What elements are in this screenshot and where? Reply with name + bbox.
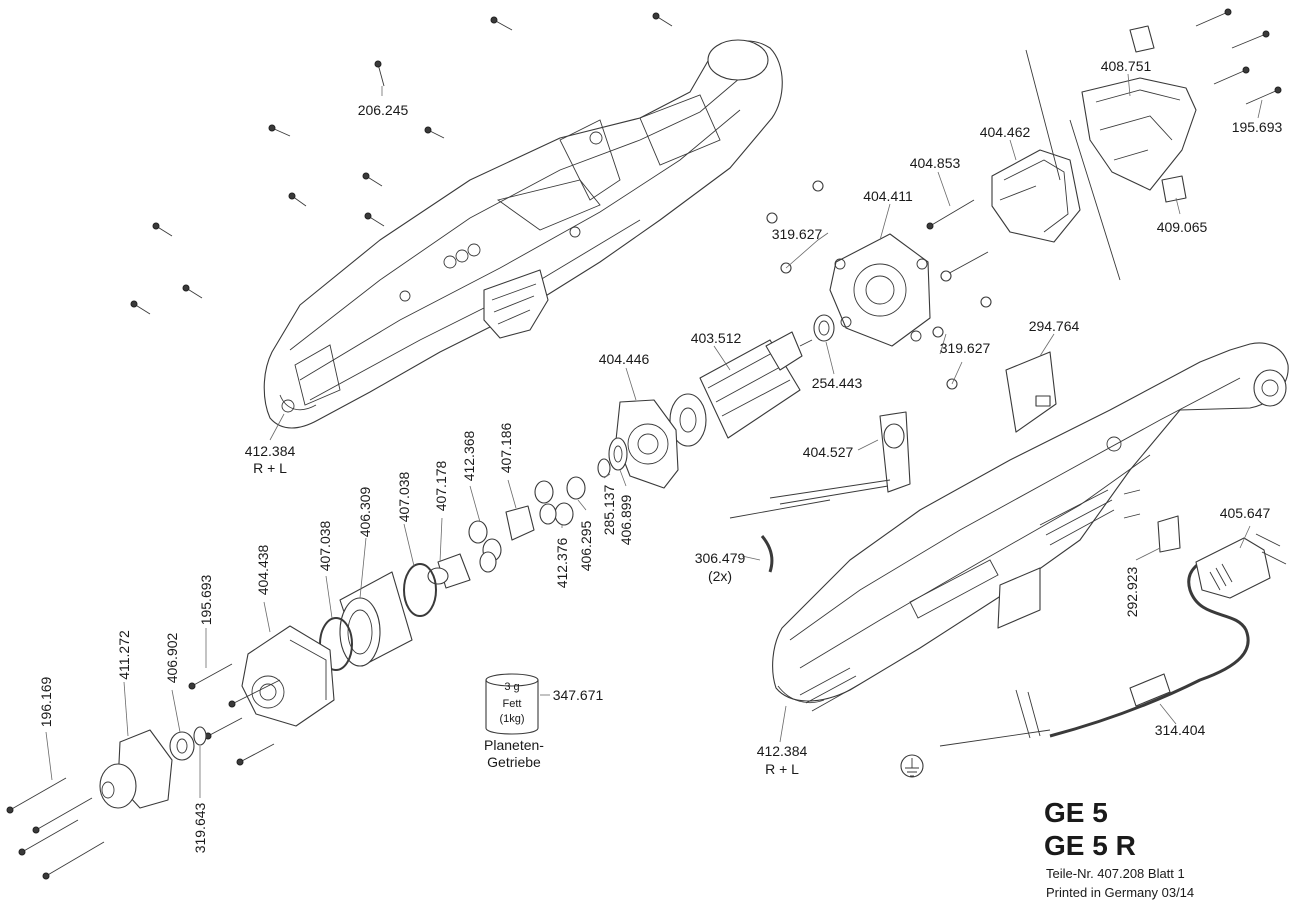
- cable-clamp-292923: [1123, 489, 1181, 553]
- label-412384-upper-sub: R + L: [253, 460, 287, 476]
- label-319643: 319.643: [192, 802, 208, 853]
- washer-285137: [597, 458, 611, 478]
- label-196169: 196.169: [38, 676, 54, 727]
- label-195693-top: 195.693: [1232, 119, 1283, 135]
- label-347671: 347.671: [553, 687, 604, 703]
- grease-container-347671: 3 g Fett (1kg): [485, 673, 539, 735]
- label-412384-lower: 412.384: [757, 743, 808, 759]
- bearing-flange-404411: [829, 233, 931, 347]
- bearing-254443: [813, 314, 835, 342]
- label-292923: 292.923: [1124, 566, 1140, 617]
- armature-403512: [669, 331, 813, 447]
- nut-406902: [169, 731, 195, 761]
- label-319627-bottom: 319.627: [940, 340, 991, 356]
- housing-half-upper: [263, 39, 783, 429]
- housing-half-lower: [772, 342, 1289, 712]
- gear-housing-404438: [241, 625, 335, 727]
- part-labels: 206.245 412.384 R + L 408.751 195.693 40…: [38, 58, 1283, 853]
- label-406902: 406.902: [164, 632, 180, 683]
- pins-195693: [1195, 8, 1282, 105]
- label-412384-upper: 412.384: [245, 443, 296, 459]
- front-flange-411272: [99, 729, 173, 809]
- brush-housing-408751: [1081, 25, 1197, 203]
- lamp-404527: [729, 411, 911, 519]
- cable-hose-306479: [760, 535, 774, 573]
- label-306479-sub: (2x): [708, 568, 732, 584]
- grease-caption-line1: Planeten-: [484, 737, 544, 753]
- label-412384-lower-sub: R + L: [765, 761, 799, 777]
- housing-screws: [130, 12, 673, 315]
- model-title-2: GE 5 R: [1044, 830, 1136, 861]
- printed-note: Printed in Germany 03/14: [1046, 885, 1194, 900]
- stator-404462: [991, 49, 1121, 281]
- label-405647: 405.647: [1220, 505, 1271, 521]
- grease-caption-line2: Getriebe: [487, 754, 541, 770]
- leader-lines: [45, 73, 1263, 798]
- part-number: Teile-Nr. 407.208 Blatt 1: [1046, 866, 1185, 881]
- label-319627-top: 319.627: [772, 226, 823, 242]
- label-412368: 412.368: [461, 430, 477, 481]
- label-404853: 404.853: [910, 155, 961, 171]
- label-294764: 294.764: [1029, 318, 1080, 334]
- label-411272: 411.272: [116, 630, 132, 680]
- label-407186: 407.186: [498, 422, 514, 473]
- label-254443: 254.443: [812, 375, 863, 391]
- washer-319643: [193, 726, 207, 746]
- label-412376: 412.376: [554, 537, 570, 588]
- ring-gear-406309: [339, 571, 413, 667]
- label-404411: 404.411: [863, 188, 913, 204]
- label-285137: 285.137: [601, 484, 617, 535]
- ground-symbol: [900, 754, 924, 778]
- washer-406899: [608, 437, 628, 471]
- label-404462: 404.462: [980, 124, 1031, 140]
- label-404446: 404.446: [599, 351, 650, 367]
- mains-cable-314404: [939, 552, 1250, 747]
- switch-294764: [1005, 351, 1057, 433]
- label-409065: 409.065: [1157, 219, 1208, 235]
- label-206245: 206.245: [358, 102, 409, 118]
- label-408751: 408.751: [1101, 58, 1152, 74]
- label-306479: 306.479: [695, 550, 746, 566]
- label-406309: 406.309: [357, 486, 373, 537]
- long-screws-196169: [6, 777, 105, 880]
- grease-pack: (1kg): [499, 713, 524, 725]
- label-407038-right: 407.038: [396, 471, 412, 522]
- label-407038-left: 407.038: [317, 520, 333, 571]
- grease-amount: 3 g: [504, 681, 519, 693]
- label-195693-left: 195.693: [198, 574, 214, 625]
- label-404438: 404.438: [255, 544, 271, 595]
- grease-name: Fett: [503, 698, 522, 710]
- label-314404: 314.404: [1155, 722, 1206, 738]
- label-406899: 406.899: [618, 494, 634, 545]
- screws-404853: [926, 199, 989, 280]
- title-block: GE 5 GE 5 R Teile-Nr. 407.208 Blatt 1 Pr…: [1044, 797, 1194, 900]
- planetary-gears: [427, 476, 586, 589]
- label-406295: 406.295: [578, 520, 594, 571]
- model-title-1: GE 5: [1044, 797, 1108, 828]
- label-407178: 407.178: [433, 460, 449, 511]
- label-403512: 403.512: [691, 330, 742, 346]
- plug-405647: [1195, 533, 1287, 599]
- label-404527: 404.527: [803, 444, 854, 460]
